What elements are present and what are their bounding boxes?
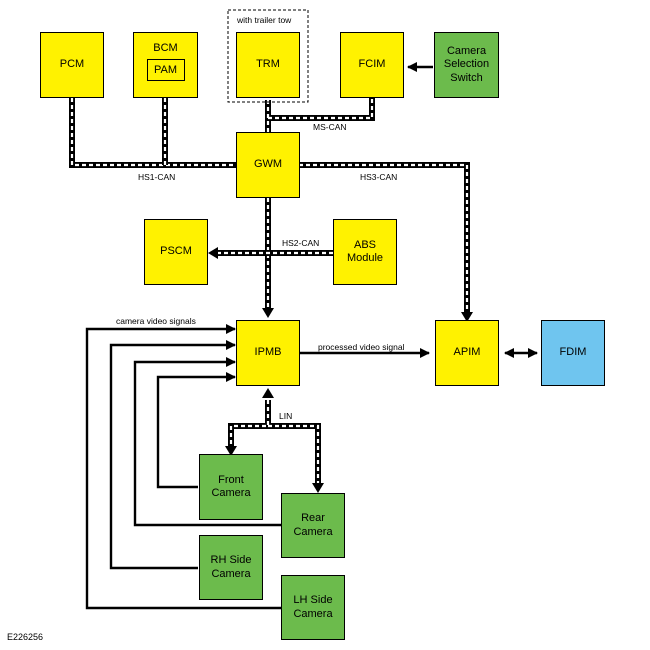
camera-video-signals-label: camera video signals	[116, 316, 196, 326]
bcm-module: BCM PAM	[133, 32, 198, 98]
pam-label: PAM	[153, 63, 178, 76]
bus-arrowheads	[208, 247, 473, 493]
trailer-tow-note: with trailer tow	[237, 15, 292, 25]
rear-camera: Rear Camera	[281, 493, 345, 558]
front-camera-label: Front Camera	[211, 473, 251, 499]
apim-label: APIM	[453, 346, 481, 359]
arrow-to-ipmb	[262, 308, 274, 318]
rear-camera-label: Rear Camera	[293, 512, 333, 538]
lh-camera-label: LH Side Camera	[293, 594, 333, 620]
rh-camera-video-line	[109, 339, 237, 570]
camera-selection-switch: Camera Selection Switch	[434, 32, 499, 98]
ipmb-module: IPMB	[236, 320, 300, 386]
arrow-to-rear-camera	[312, 483, 324, 493]
hs1-can-label: HS1-CAN	[138, 172, 176, 182]
camera-switch-label: Camera Selection Switch	[443, 45, 490, 84]
front-camera: Front Camera	[199, 454, 263, 520]
bcm-label: BCM	[153, 42, 178, 54]
pam-submodule: PAM	[146, 59, 185, 82]
gwm-module: GWM	[236, 132, 300, 198]
video-signal-lines	[85, 61, 539, 610]
pcm-module: PCM	[40, 32, 104, 98]
abs-label: ABS Module	[346, 238, 384, 264]
gwm-label: GWM	[253, 158, 283, 171]
abs-module: ABS Module	[333, 219, 397, 285]
processed-video-signal-label: processed video signal	[318, 342, 405, 352]
pscm-label: PSCM	[160, 245, 192, 258]
arrow-to-pscm	[208, 247, 218, 259]
lin-label: LIN	[279, 411, 293, 421]
fcim-module: FCIM	[340, 32, 404, 98]
trm-label: TRM	[256, 58, 280, 71]
figure-id: E226256	[7, 632, 44, 642]
arrow-lin-up	[262, 388, 274, 398]
front-camera-video-line	[156, 371, 237, 489]
pscm-module: PSCM	[144, 219, 208, 285]
rh-camera-label: RH Side Camera	[210, 554, 252, 580]
lh-camera-video-line	[85, 323, 281, 610]
apim-module: APIM	[435, 320, 499, 386]
rear-camera-video-line	[133, 356, 281, 527]
arrow-to-front-camera	[225, 446, 237, 456]
arrow-to-apim	[461, 312, 473, 322]
fdim-label: FDIM	[559, 346, 587, 359]
hs2-can-label: HS2-CAN	[282, 238, 320, 248]
ipmb-label: IPMB	[254, 346, 282, 359]
fcim-label: FCIM	[358, 58, 386, 71]
trm-module: TRM	[236, 32, 300, 98]
rh-side-camera: RH Side Camera	[199, 535, 263, 600]
lh-side-camera: LH Side Camera	[281, 575, 345, 640]
fdim-module: FDIM	[541, 320, 605, 386]
trailer-tow-outline	[227, 9, 309, 103]
pcm-label: PCM	[59, 58, 85, 71]
ms-can-label: MS-CAN	[313, 122, 347, 132]
hs3-can-label: HS3-CAN	[360, 172, 398, 182]
